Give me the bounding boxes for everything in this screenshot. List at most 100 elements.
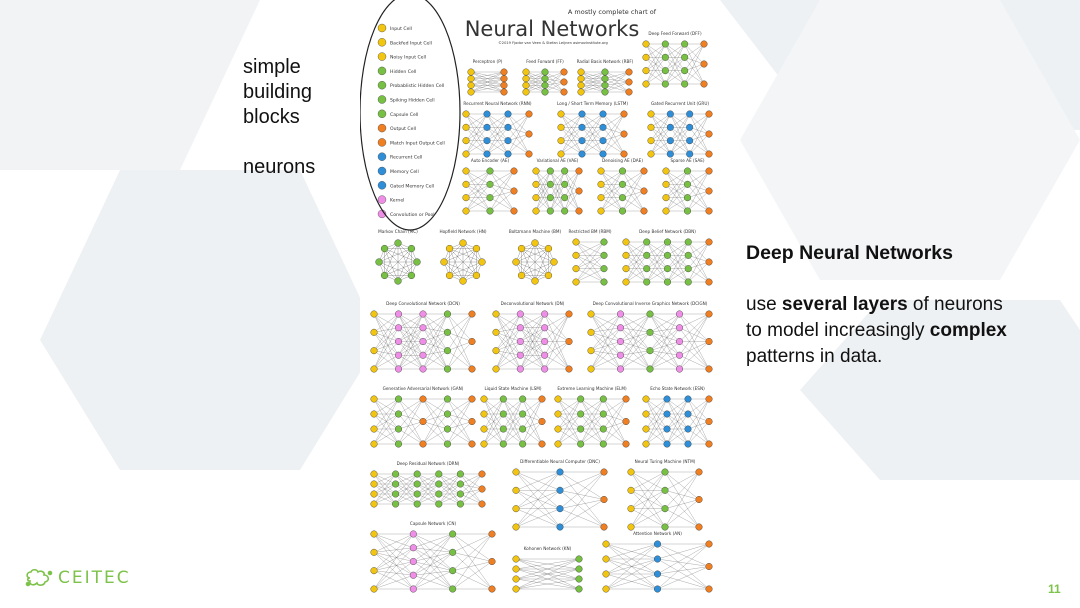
network-connection bbox=[667, 241, 689, 283]
network-connection bbox=[460, 488, 483, 495]
network-connection bbox=[413, 533, 453, 590]
network-connection bbox=[495, 332, 521, 356]
network-connection bbox=[688, 268, 710, 283]
network-connection bbox=[422, 350, 448, 356]
network-connection bbox=[664, 471, 700, 491]
network-connection bbox=[687, 413, 710, 445]
network-node bbox=[413, 480, 421, 488]
network-connection bbox=[602, 133, 625, 141]
network-node bbox=[532, 194, 540, 202]
network-connection bbox=[650, 113, 671, 141]
network-connection bbox=[649, 355, 680, 370]
network-connection bbox=[373, 327, 399, 370]
network-connection bbox=[620, 327, 651, 370]
network-connection bbox=[447, 313, 473, 370]
network-connection bbox=[495, 313, 521, 342]
network-connection bbox=[689, 113, 710, 135]
network-node bbox=[599, 440, 607, 448]
network-node bbox=[572, 238, 580, 246]
network-connection bbox=[422, 413, 448, 445]
network-connection bbox=[575, 241, 605, 256]
network-connection bbox=[590, 355, 621, 370]
network-node bbox=[546, 194, 554, 202]
network-connection bbox=[398, 398, 424, 415]
network-node bbox=[468, 338, 476, 346]
network-label: Long / Short Term Memory (LSTM) bbox=[557, 101, 628, 106]
network-connection bbox=[630, 508, 666, 528]
network-connection bbox=[620, 355, 651, 370]
network-node bbox=[449, 530, 457, 538]
network-connection bbox=[604, 85, 630, 93]
network-connection bbox=[449, 242, 464, 276]
network-connection bbox=[452, 552, 493, 590]
network-node bbox=[627, 523, 635, 531]
network-connection bbox=[413, 533, 453, 553]
network-node bbox=[419, 338, 427, 346]
network-node bbox=[443, 328, 451, 336]
network-connection bbox=[507, 140, 530, 155]
network-node bbox=[666, 150, 674, 158]
network-connection bbox=[483, 398, 504, 415]
network-connection bbox=[649, 327, 680, 351]
network-connection bbox=[452, 533, 493, 553]
network-node bbox=[617, 324, 625, 332]
network-node bbox=[625, 68, 633, 76]
network-connection bbox=[515, 261, 549, 276]
network-node bbox=[392, 490, 400, 498]
network-connection bbox=[398, 398, 424, 422]
network-node bbox=[599, 123, 607, 131]
network-node bbox=[619, 180, 627, 188]
network-connection bbox=[602, 127, 625, 155]
body-bold-several-layers: several layers bbox=[781, 294, 908, 315]
network-node bbox=[532, 167, 540, 175]
network-node bbox=[619, 167, 627, 175]
network-connection bbox=[664, 471, 700, 509]
network-node bbox=[622, 251, 630, 259]
network-connection bbox=[384, 261, 418, 276]
network-node bbox=[556, 468, 564, 476]
network-node bbox=[370, 310, 378, 318]
network-connection bbox=[689, 113, 710, 155]
network-connection bbox=[515, 471, 561, 509]
left-line-neurons: neurons bbox=[243, 156, 316, 178]
network-node bbox=[486, 207, 494, 215]
network-node bbox=[705, 563, 713, 571]
network-connection bbox=[649, 313, 680, 356]
network-node bbox=[409, 585, 417, 593]
network-connection bbox=[443, 248, 477, 263]
network-connection bbox=[398, 313, 424, 370]
network-connection bbox=[667, 255, 689, 283]
network-connection bbox=[665, 43, 685, 71]
network-connection bbox=[373, 493, 396, 505]
right-body-line-2: to model increasingly complex bbox=[746, 318, 1066, 344]
network-connection bbox=[559, 490, 605, 528]
network-node bbox=[488, 585, 496, 593]
network-connection bbox=[373, 533, 414, 590]
network-node bbox=[643, 238, 651, 246]
network-node bbox=[395, 324, 403, 332]
network-node bbox=[486, 180, 494, 188]
network-connection bbox=[605, 573, 658, 590]
network-connection bbox=[384, 242, 399, 276]
network-connection bbox=[373, 350, 399, 356]
network-node bbox=[462, 180, 470, 188]
network-node bbox=[640, 207, 648, 215]
network-connection bbox=[413, 575, 453, 590]
network-connection bbox=[507, 113, 530, 155]
network-node bbox=[499, 395, 507, 403]
network-connection bbox=[373, 332, 399, 342]
legend-label: Input Cell bbox=[390, 26, 412, 32]
network-connection bbox=[687, 421, 710, 430]
network-connection bbox=[620, 313, 651, 342]
network-node bbox=[480, 410, 488, 418]
network-connection bbox=[373, 341, 399, 370]
legend-cell-icon bbox=[377, 195, 387, 204]
network-connection bbox=[645, 413, 668, 445]
network-node bbox=[435, 470, 443, 478]
network-connection bbox=[580, 85, 606, 93]
network-connection bbox=[373, 547, 414, 590]
network-node bbox=[599, 137, 607, 145]
network-node bbox=[577, 410, 585, 418]
network-node bbox=[647, 123, 655, 131]
network-connection bbox=[373, 398, 399, 430]
